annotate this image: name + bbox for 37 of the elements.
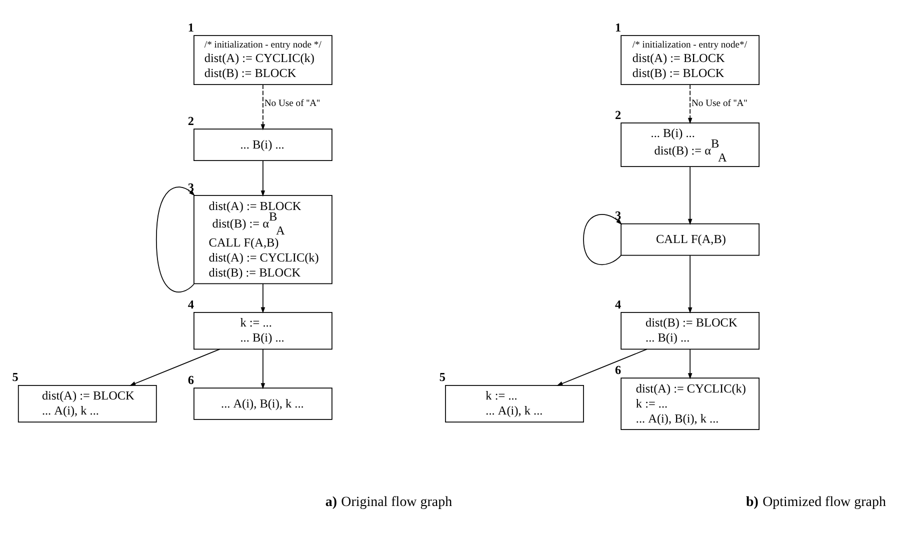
node-box: /* initialization - entry node */ dist(A) := CYCLIC(k) dist(B) := BLOCK (194, 35, 332, 85)
node-box: dist(A) := BLOCK ... A(i), k ... (18, 384, 157, 423)
label: b) Optimized flow graph (746, 495, 886, 510)
node-label: 2 (614, 108, 622, 122)
node-box: ... B(i) ... (194, 128, 332, 161)
arrow (556, 348, 648, 386)
node-label: 3 (614, 208, 622, 223)
edge-label: No Use of ''A'' (264, 98, 320, 110)
arrow (156, 186, 195, 292)
node-label: 6 (188, 372, 194, 387)
arrow (129, 348, 220, 386)
arrow (260, 84, 266, 130)
arrow (688, 166, 692, 226)
node-label: 2 (188, 114, 194, 128)
node-box: ... A(i), B(i), k ... (194, 388, 332, 420)
node-label: 4 (614, 297, 622, 312)
arrow (583, 214, 622, 266)
node-box: CALL F(A,B) (620, 223, 760, 256)
node-box: /* initialization - entry node*/ dist(A) := BLOCK dist(B) := BLOCK (620, 35, 760, 85)
node-label: 6 (614, 362, 622, 377)
arrow (260, 348, 266, 390)
arrow (260, 160, 266, 197)
node-box: k := ... ... B(i) ... (194, 312, 332, 350)
node-label: 1 (188, 20, 194, 34)
arrow (260, 283, 266, 314)
label: a) Original flow graph (325, 495, 452, 510)
arrow (688, 84, 692, 124)
arrow (688, 255, 692, 314)
node-box: dist(A) := CYCLIC(k) k := ... ... A(i), B(i), k ... (620, 378, 760, 430)
arrow (688, 348, 692, 380)
node-label: 1 (614, 20, 622, 34)
node-label: 5 (12, 370, 18, 384)
node-label: 5 (439, 370, 446, 384)
node-box: dist(B) := BLOCK ... B(i) ... (620, 312, 760, 350)
node-box: k := ... ... A(i), k ... (445, 384, 584, 423)
node-label: 4 (188, 297, 194, 312)
edge-label: No Use of ''A'' (692, 98, 748, 110)
